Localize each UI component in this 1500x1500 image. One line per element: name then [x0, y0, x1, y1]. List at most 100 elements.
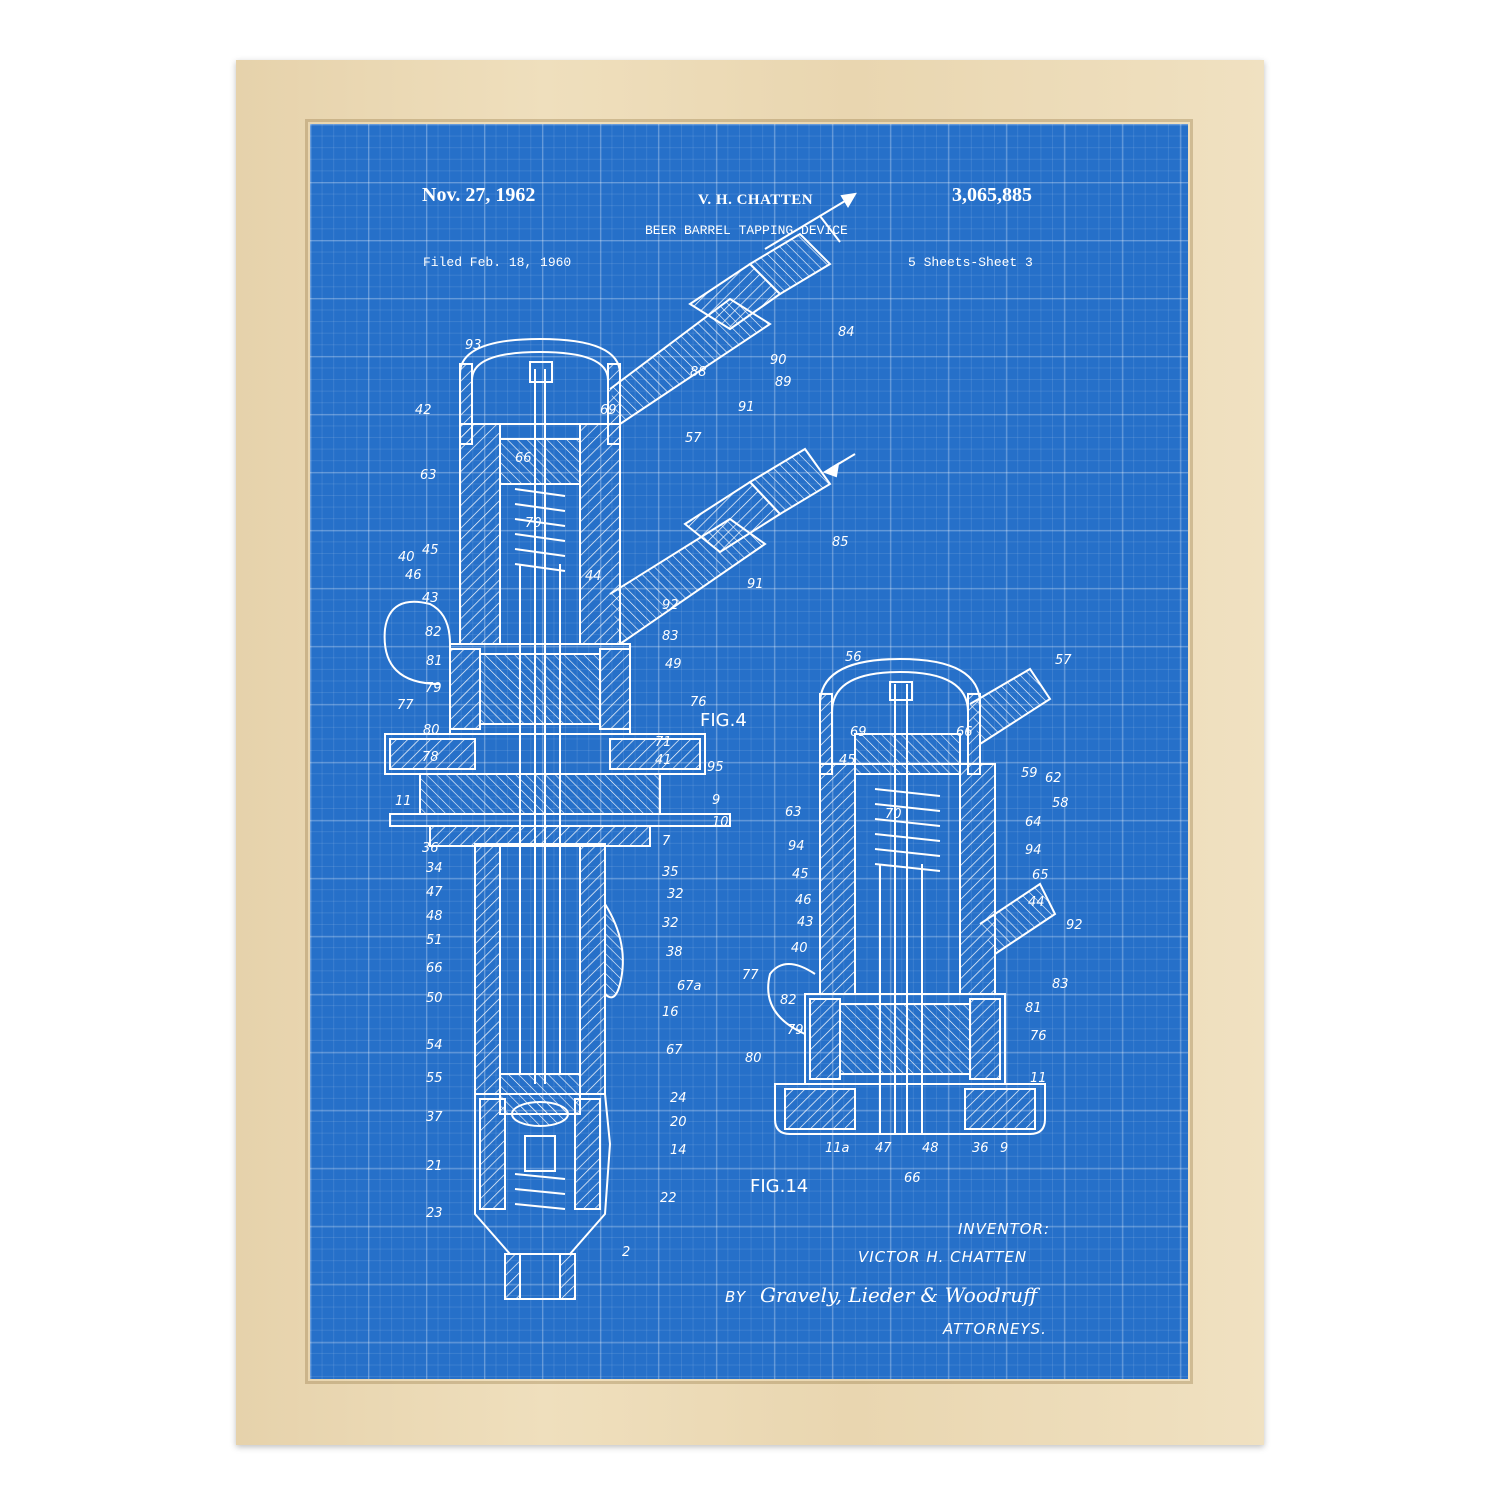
fig14-reference-numeral: 66 [904, 1171, 921, 1186]
fig14-reference-numeral: 47 [875, 1141, 892, 1156]
fig4-reference-numeral: 14 [670, 1143, 687, 1158]
fig4-reference-numeral: 63 [420, 468, 437, 483]
fig4-reference-numeral: 88 [690, 365, 707, 380]
fig4-reference-numeral: 47 [426, 885, 443, 900]
fig4-drawing [383, 192, 857, 1300]
fig4-reference-numeral: 84 [838, 325, 855, 340]
fig4-reference-numeral: 34 [426, 861, 443, 876]
fig4-reference-numeral: 32 [662, 916, 679, 931]
fig14-reference-numeral: 69 [850, 725, 867, 740]
attorneys-label: ATTORNEYS. [942, 1320, 1047, 1338]
fig4-reference-numeral: 49 [665, 657, 682, 672]
fig4-reference-numeral: 66 [515, 451, 532, 466]
fig14-reference-numeral: 65 [1032, 868, 1049, 883]
fig4-reference-numeral: 41 [655, 753, 672, 768]
fig4-reference-numeral: 37 [426, 1110, 443, 1125]
fig4-reference-numeral: 71 [655, 735, 672, 750]
fig4-reference-numeral: 77 [397, 698, 414, 713]
fig4-reference-numeral: 95 [707, 760, 724, 775]
fig14-reference-numeral: 62 [1045, 771, 1062, 786]
fig4-reference-numeral: 22 [660, 1191, 677, 1206]
fig14-reference-numeral: 64 [1025, 815, 1042, 830]
fig4-reference-numeral: 10 [712, 815, 729, 830]
fig14-reference-numeral: 77 [742, 968, 759, 983]
fig4-reference-numeral: 92 [662, 598, 679, 613]
patent-date: Nov. 27, 1962 [422, 184, 536, 206]
fig4-reference-numeral: 2 [622, 1245, 630, 1260]
fig4-reference-numeral: 91 [738, 400, 755, 415]
fig4-reference-numeral: 76 [690, 695, 707, 710]
fig4-reference-numeral: 23 [426, 1206, 443, 1221]
fig4-reference-numeral: 48 [426, 909, 443, 924]
fig4-reference-numeral: 93 [465, 338, 482, 353]
fig4-reference-numeral: 85 [832, 535, 849, 550]
fig4-reference-numeral: 9 [712, 793, 720, 808]
fig14-reference-numeral: 80 [745, 1051, 762, 1066]
patent-title: BEER BARREL TAPPING DEVICE [645, 223, 848, 238]
fig4-reference-numeral: 36 [422, 841, 439, 856]
fig4-reference-numeral: 32 [667, 887, 684, 902]
fig14-reference-numeral: 56 [845, 650, 862, 665]
fig14-reference-numeral: 92 [1066, 918, 1083, 933]
fig14-reference-numeral: 66 [956, 725, 973, 740]
fig4-reference-numeral: 70 [525, 516, 542, 531]
fig14-reference-numeral: 82 [780, 993, 797, 1008]
fig14-reference-numeral: 58 [1052, 796, 1069, 811]
fig14-reference-numeral: 43 [797, 915, 814, 930]
fig4-reference-numeral: 69 [600, 403, 617, 418]
fig14-reference-numeral: 45 [792, 867, 809, 882]
fig14-reference-numeral: 9 [1000, 1141, 1008, 1156]
fig4-dome [459, 337, 621, 424]
fig14-reference-numeral: 11 [1030, 1071, 1047, 1086]
fig4-reference-numeral: 80 [423, 723, 440, 738]
fig14-reference-numeral: 70 [885, 807, 902, 822]
fig14-reference-numeral: 59 [1021, 766, 1038, 781]
fig14-reference-numeral: 81 [1025, 1001, 1042, 1016]
fig4-reference-numeral: 21 [426, 1159, 443, 1174]
fig4-reference-numeral: 66 [426, 961, 443, 976]
fig14-reference-numeral: 63 [785, 805, 802, 820]
fig4-reference-numeral: 20 [670, 1115, 687, 1130]
fig14-reference-numeral: 57 [1055, 653, 1072, 668]
patent-sheets: 5 Sheets-Sheet 3 [908, 255, 1033, 270]
blueprint-print: Nov. 27, 1962 V. H. CHATTEN 3,065,885 BE… [310, 124, 1188, 1379]
fig4-reference-numeral: 44 [585, 569, 602, 584]
fig4-reference-numeral: 42 [415, 403, 432, 418]
fig14-reference-numeral: 76 [1030, 1029, 1047, 1044]
fig4-reference-numeral: 55 [426, 1071, 443, 1086]
fig4-reference-numeral: 16 [662, 1005, 679, 1020]
patent-inventor-header: V. H. CHATTEN [698, 192, 814, 208]
fig4-reference-numeral: 67 [666, 1043, 683, 1058]
fig4-reference-numeral: 91 [747, 577, 764, 592]
patent-drawing: 9342634045464382817779807811363447485166… [383, 192, 1083, 1338]
signature-by: BY [725, 1288, 747, 1306]
fig14-reference-numeral: 44 [1028, 895, 1045, 910]
fig4-reference-numeral: 35 [662, 865, 679, 880]
fig14-reference-numeral: 36 [972, 1141, 989, 1156]
fig4-reference-numeral: 45 [422, 543, 439, 558]
fig4-reference-numeral: 82 [425, 625, 442, 640]
fig4-reference-numeral: 40 [398, 550, 415, 565]
fig4-reference-numeral: 79 [425, 681, 442, 696]
fig4-reference-numeral: 43 [422, 591, 439, 606]
fig4-reference-numeral: 83 [662, 629, 679, 644]
fig4-reference-numeral: 81 [426, 654, 443, 669]
fig4-title: FIG.4 [700, 710, 747, 731]
fig14-reference-numeral: 46 [795, 893, 812, 908]
fig14-reference-numeral: 45 [839, 753, 856, 768]
fig4-reference-numeral: 57 [685, 431, 702, 446]
fig14-reference-numeral: 94 [1025, 843, 1042, 858]
fig14-title: FIG.14 [750, 1176, 808, 1197]
fig4-reference-numeral: 46 [405, 568, 422, 583]
attorney-firm-signature: Gravely, Lieder & Woodruff [760, 1283, 1041, 1307]
fig4-reference-numeral: 38 [666, 945, 683, 960]
fig4-reference-numeral: 24 [670, 1091, 687, 1106]
fig4-reference-numeral: 78 [422, 750, 439, 765]
fig14-drawing [767, 657, 1057, 1135]
fig4-reference-numeral: 54 [426, 1038, 443, 1053]
patent-filed: Filed Feb. 18, 1960 [423, 255, 572, 270]
fig4-reference-numeral: 67a [677, 979, 702, 994]
fig14-reference-numeral: 11a [825, 1141, 850, 1156]
fig14-reference-numeral: 79 [787, 1023, 804, 1038]
